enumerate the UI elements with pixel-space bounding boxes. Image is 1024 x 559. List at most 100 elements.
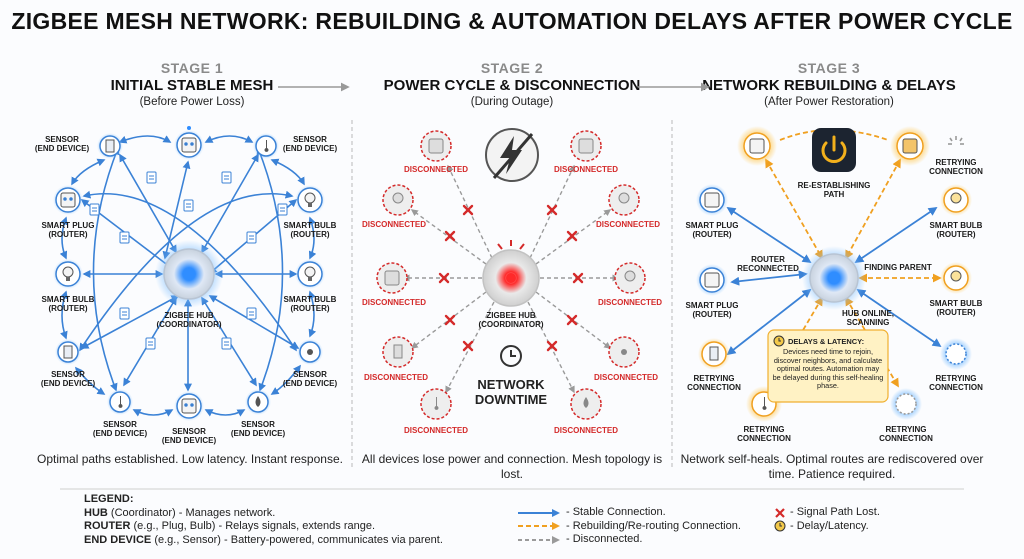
alert-icon bbox=[497, 240, 525, 250]
device-label: SMART PLUG bbox=[686, 221, 739, 230]
stable-connection bbox=[132, 409, 174, 417]
retry-label: CONNECTION bbox=[687, 383, 741, 392]
status-label: ROUTER bbox=[751, 255, 785, 264]
data-packet-icon bbox=[221, 171, 232, 184]
stage-number: STAGE 2 bbox=[480, 60, 544, 76]
callout-box bbox=[767, 329, 889, 403]
stage-3-labels: RETRYING CONNECTION SMART PLUG (ROUTER) … bbox=[686, 158, 984, 443]
signal-lost-icon bbox=[462, 340, 474, 352]
legend-lines: - Stable Connection. - Rebuilding/Re-rou… bbox=[516, 506, 741, 547]
thermometer-icon bbox=[434, 397, 439, 410]
disconnected-label: DISCONNECTED bbox=[554, 165, 618, 174]
device-role: (ROUTER) bbox=[48, 304, 87, 313]
device-label: SMART BULB bbox=[284, 295, 337, 304]
sensor-retrying bbox=[698, 338, 730, 370]
retry-label: RETRYING bbox=[935, 158, 976, 167]
legend-desc: (e.g., Sensor) - Battery-powered, commun… bbox=[154, 533, 443, 546]
stage-subtitle: (During Outage) bbox=[470, 96, 554, 108]
door-sensor-icon bbox=[105, 139, 115, 153]
stage-1-packets bbox=[89, 171, 288, 350]
hub-label: ZIGBEE HUB bbox=[486, 311, 536, 320]
smart-bulb-device bbox=[295, 259, 325, 289]
retry-label: CONNECTION bbox=[929, 383, 983, 392]
sensor-retrying bbox=[940, 338, 972, 370]
hub-led bbox=[828, 272, 840, 284]
zigbee-hub-coordinator-offline: ZIGBEE HUB (COORDINATOR) bbox=[478, 240, 544, 329]
retry-label: CONNECTION bbox=[737, 434, 791, 443]
stage-title: INITIAL STABLE MESH bbox=[110, 77, 274, 94]
device-label: SENSOR bbox=[103, 420, 137, 429]
stable-connection bbox=[92, 146, 120, 392]
bulb-icon bbox=[624, 270, 636, 282]
device-role: (ROUTER) bbox=[692, 230, 731, 239]
smart-plug-device bbox=[174, 391, 204, 421]
status-label: PATH bbox=[824, 190, 845, 199]
stable-connection bbox=[730, 270, 808, 286]
device-role: (ROUTER) bbox=[290, 304, 329, 313]
signal-lost-icon bbox=[462, 204, 474, 216]
outlet-icon bbox=[60, 192, 76, 208]
rebuilding-connection bbox=[779, 129, 889, 141]
disconnected-plug bbox=[420, 130, 452, 162]
stable-connection bbox=[308, 216, 317, 260]
signal-lost-icon bbox=[438, 272, 450, 284]
zigbee-hub-online: HUB ONLINE, SCANNING bbox=[802, 246, 894, 327]
legend-rebuilding: - Rebuilding/Re-routing Connection. bbox=[566, 519, 741, 532]
stable-connection bbox=[118, 135, 172, 144]
water-leak-icon bbox=[583, 397, 589, 408]
loading-spinner-icon bbox=[948, 136, 964, 145]
motion-sensor-icon bbox=[307, 349, 313, 355]
stage-1-labels: SENSOR (END DEVICE) SENSOR (END DEVICE) … bbox=[35, 135, 338, 445]
disconnected-label: DISCONNECTED bbox=[362, 220, 426, 229]
device-label: SENSOR bbox=[172, 427, 206, 436]
disconnected-bulb bbox=[614, 262, 646, 294]
retry-label: RETRYING bbox=[743, 425, 784, 434]
bulb-icon bbox=[304, 192, 316, 204]
disconnected-link bbox=[535, 291, 612, 349]
disconnected-label: DISCONNECTED bbox=[404, 165, 468, 174]
device-label: SMART BULB bbox=[284, 221, 337, 230]
smart-plug-router bbox=[696, 264, 728, 296]
outlet-icon bbox=[384, 270, 400, 286]
device-role: (END DEVICE) bbox=[41, 379, 96, 388]
rebuilding-line-swatch bbox=[518, 522, 560, 531]
stable-connection bbox=[204, 409, 246, 417]
disconnected-label: DISCONNECTED bbox=[598, 298, 662, 307]
downtime-label: DOWNTIME bbox=[475, 392, 548, 407]
outlet-icon bbox=[181, 398, 197, 414]
data-packet-icon bbox=[119, 307, 130, 320]
stable-connection bbox=[71, 158, 106, 186]
water-leak-icon bbox=[255, 396, 261, 407]
retry-label: RETRYING bbox=[935, 374, 976, 383]
device-role: (END DEVICE) bbox=[35, 144, 90, 153]
outlet-icon bbox=[704, 272, 720, 288]
legend-delay: - Delay/Latency. bbox=[790, 519, 869, 532]
device-label: SENSOR bbox=[51, 370, 85, 379]
stage-3-caption: Network self-heals. Optimal routes are r… bbox=[680, 452, 984, 481]
disconnected-plug bbox=[376, 262, 408, 294]
hub-led bbox=[506, 273, 516, 283]
hub-label: ZIGBEE HUB bbox=[164, 311, 214, 320]
thermometer-icon bbox=[118, 396, 123, 408]
smart-plug-recovering bbox=[737, 126, 777, 166]
hub-role: (COORDINATOR) bbox=[156, 320, 221, 329]
disconnected-line-swatch bbox=[518, 535, 560, 544]
signal-lost-icon bbox=[775, 507, 785, 518]
retry-label: CONNECTION bbox=[929, 167, 983, 176]
outlet-icon bbox=[181, 137, 197, 153]
hub-status: HUB ONLINE, bbox=[842, 309, 894, 318]
disconnected-sensor bbox=[570, 388, 602, 420]
sensor-device bbox=[245, 389, 271, 415]
data-packet-icon bbox=[246, 307, 257, 320]
bulb-icon bbox=[950, 270, 962, 282]
device-label: SENSOR bbox=[293, 135, 327, 144]
device-role: (END DEVICE) bbox=[283, 379, 338, 388]
disconnected-link bbox=[529, 164, 575, 259]
disconnected-sensor bbox=[608, 336, 640, 368]
smart-bulb-router bbox=[940, 184, 972, 216]
delay-clock-icon bbox=[774, 520, 786, 532]
legend-stable: - Stable Connection. bbox=[566, 506, 666, 518]
smart-plug-router bbox=[696, 184, 728, 216]
device-role: (END DEVICE) bbox=[283, 144, 338, 153]
data-packet-icon bbox=[277, 203, 288, 216]
